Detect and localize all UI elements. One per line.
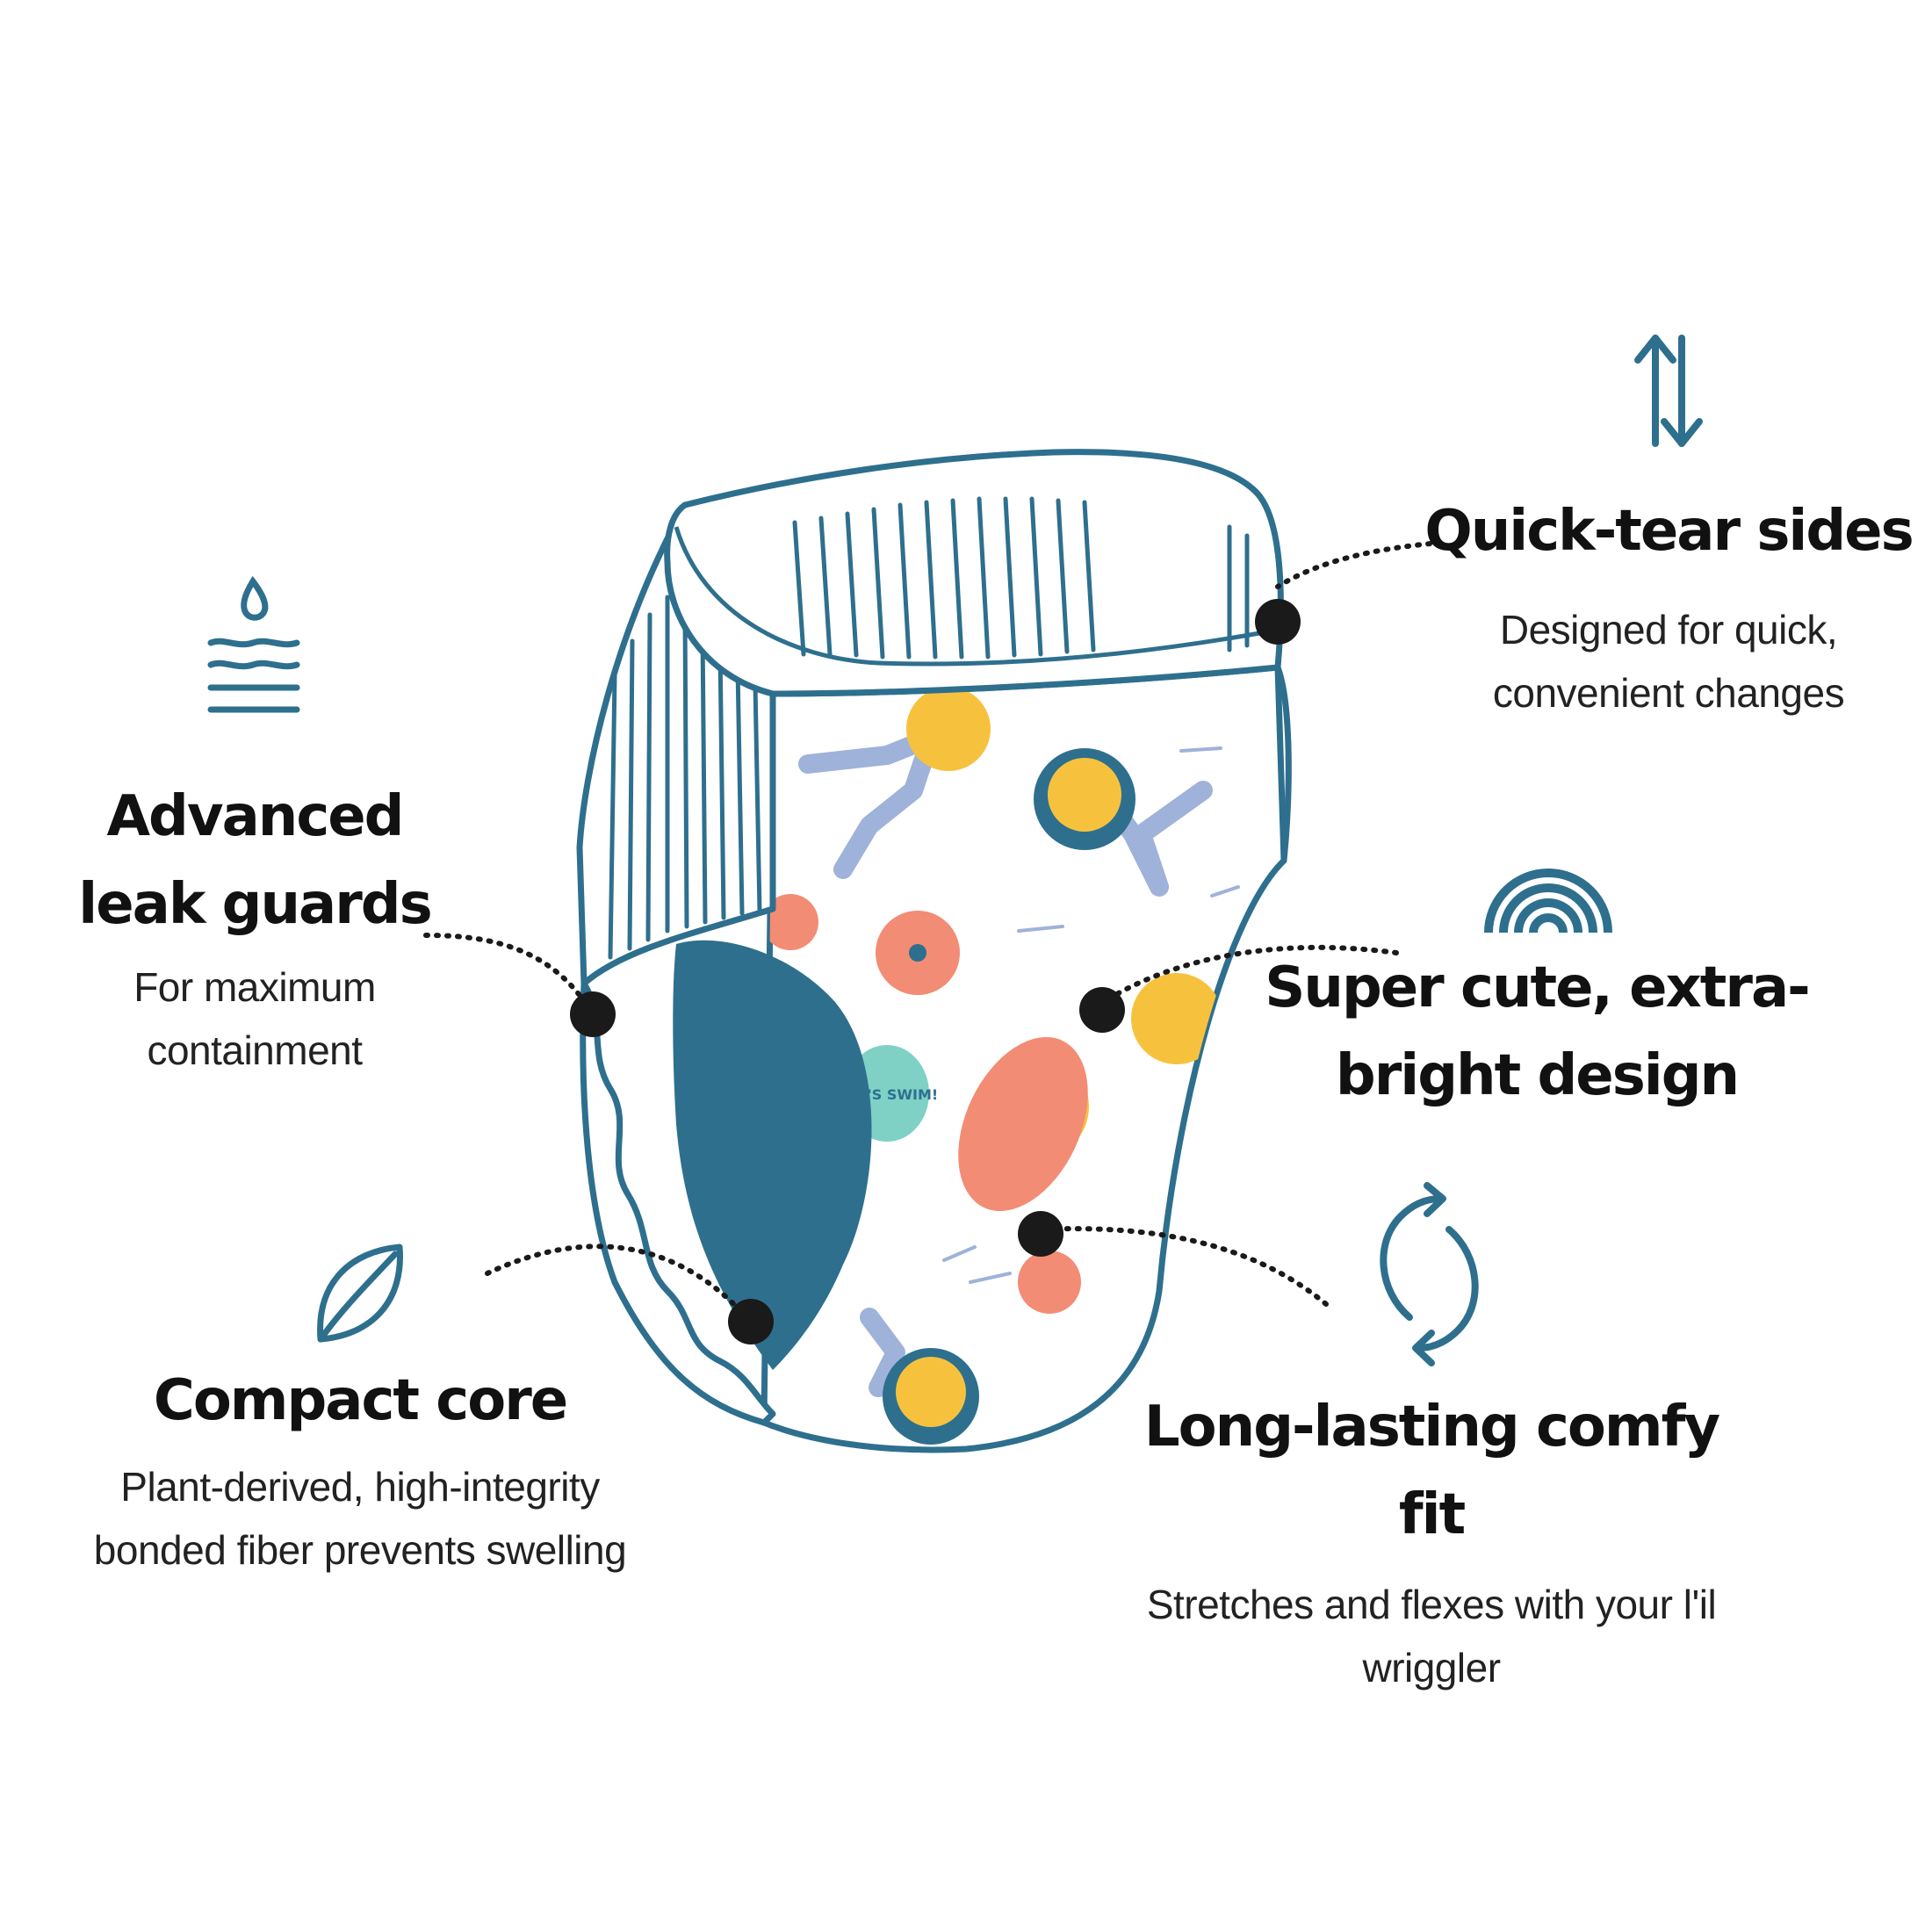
swim-tube	[958, 1036, 1088, 1212]
up-down-arrows-icon	[1634, 335, 1703, 447]
callout-dot-cute-design	[1079, 987, 1125, 1033]
float-ring	[906, 687, 991, 771]
waistband-inner-edge	[674, 526, 1265, 667]
refresh-cycle-icon	[1380, 1182, 1479, 1366]
connector-compact-core	[485, 1244, 749, 1320]
float-ring	[896, 1357, 966, 1427]
feature-title: Compact core	[153, 1368, 568, 1433]
swimmer-figure	[798, 728, 941, 879]
swim-print-pattern: LET'S SWIM!	[764, 687, 1240, 1445]
beach-ball	[764, 894, 818, 950]
feature-title: Quick-tear sides	[1424, 499, 1914, 564]
waistband-stripes	[792, 496, 1250, 660]
beach-ball	[1018, 1251, 1081, 1314]
beach-ball-center	[909, 944, 926, 962]
compact-core-shape	[673, 940, 872, 1370]
feature-description: Stretches and flexes with your l'il wrig…	[1146, 1582, 1717, 1690]
water-drop-layers-icon	[207, 575, 300, 713]
callout-dot-comfy-fit	[1018, 1211, 1063, 1257]
feature-compact-core: Compact core Plant-derived, high-integri…	[53, 1357, 667, 1582]
feature-leak-guards: Advanced leak guards For maximum contain…	[35, 773, 474, 1082]
feature-title: Long-lasting comfy fit	[1143, 1395, 1720, 1547]
callout-dot-leak-guards	[570, 991, 616, 1037]
feature-cute-design: Super cute, extra-bright design	[1265, 944, 1810, 1120]
feature-title: Super cute, extra-bright design	[1265, 955, 1810, 1108]
callout-dot-compact-core	[728, 1299, 774, 1344]
water-dash	[942, 746, 1240, 1284]
feature-description: Designed for quick, convenient changes	[1492, 607, 1845, 716]
back-panel-edge	[1274, 666, 1292, 861]
leak-guard-ruffle	[580, 980, 776, 1426]
feature-title: Advanced leak guards	[78, 784, 432, 937]
leaf-icon	[317, 1244, 403, 1343]
side-elastic-stripes	[608, 595, 762, 960]
feature-description: Plant-derived, high-integrity bonded fib…	[93, 1464, 627, 1573]
feature-comfy-fit: Long-lasting comfy fit Stretches and fle…	[1124, 1383, 1739, 1699]
feature-description: For maximum containment	[133, 964, 376, 1073]
waistband	[664, 449, 1284, 697]
float-ring	[1131, 973, 1222, 1064]
connector-leak-guards	[423, 933, 595, 1017]
callout-dot-quick-tear	[1255, 599, 1301, 645]
float-ring	[1048, 758, 1121, 832]
callout-connectors	[423, 540, 1443, 1320]
connector-quick-tear	[1275, 540, 1443, 589]
rainbow-icon	[1484, 869, 1612, 934]
feature-quick-tear: Quick-tear sides Designed for quick, con…	[1423, 487, 1914, 724]
connector-comfy-fit	[1038, 1226, 1329, 1307]
